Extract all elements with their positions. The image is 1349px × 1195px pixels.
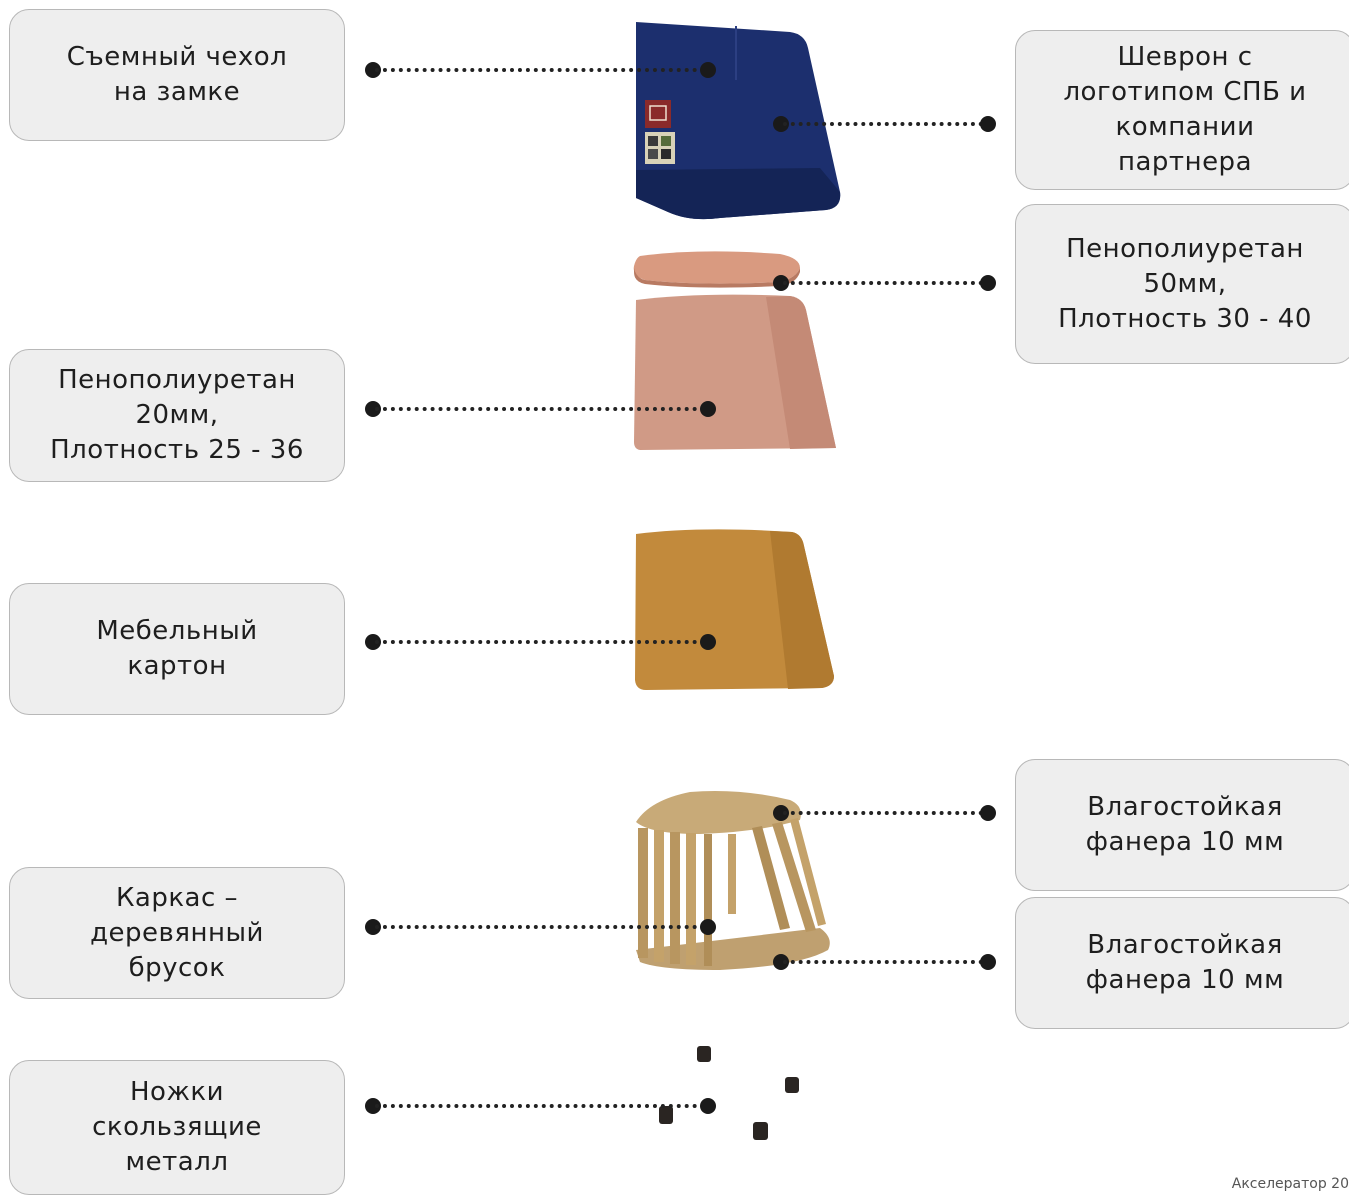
leader-dot — [700, 919, 716, 935]
leader-dot — [980, 275, 996, 291]
plywood-top-panel — [636, 791, 801, 834]
leader-line-cover — [375, 68, 705, 72]
leader-line-plywood-top — [783, 811, 983, 815]
leader-line-cardboard — [375, 640, 705, 644]
foot-4 — [753, 1122, 768, 1140]
foam-50mm-pad — [633, 251, 800, 284]
leader-line-foam-50mm — [783, 281, 983, 285]
foot-1 — [697, 1046, 711, 1062]
leader-dot — [365, 919, 381, 935]
label-furniture-cardboard: Мебельный картон — [9, 583, 345, 715]
leader-dot — [700, 1098, 716, 1114]
label-foam-50mm: Пенополиуретан 50мм, Плотность 30 - 40 — [1015, 204, 1349, 364]
label-wooden-frame: Каркас – деревянный брусок — [9, 867, 345, 999]
leader-dot — [365, 62, 381, 78]
metal-feet-image — [659, 1046, 799, 1140]
leader-dot — [980, 954, 996, 970]
footer-caption: Акселератор 20 — [1231, 1176, 1349, 1192]
leader-dot — [773, 275, 789, 291]
wooden-frame-image — [636, 791, 830, 970]
leader-dot — [700, 62, 716, 78]
leader-dot — [980, 116, 996, 132]
leader-dot — [980, 805, 996, 821]
leader-line-foam-20mm — [375, 407, 705, 411]
label-sliding-feet: Ножки скользящие металл — [9, 1060, 345, 1195]
leader-line-chevron — [783, 122, 983, 126]
removable-cover-image — [636, 22, 841, 220]
label-plywood-top: Влагостойкая фанера 10 мм — [1015, 759, 1349, 891]
leader-dot — [365, 401, 381, 417]
label-plywood-bottom: Влагостойкая фанера 10 мм — [1015, 897, 1349, 1029]
leader-dot — [773, 116, 789, 132]
leader-dot — [365, 634, 381, 650]
leader-dot — [700, 634, 716, 650]
label-foam-20mm: Пенополиуретан 20мм, Плотность 25 - 36 — [9, 349, 345, 482]
cover-side-shade — [636, 168, 841, 220]
leader-line-plywood-bottom — [783, 960, 983, 964]
leader-dot — [365, 1098, 381, 1114]
chevron-badge — [645, 100, 671, 128]
leader-dot — [773, 954, 789, 970]
foot-2 — [785, 1077, 799, 1093]
label-removable-cover: Съемный чехол на замке — [9, 9, 345, 141]
label-chevron-logo: Шеврон с логотипом СПБ и компании партне… — [1015, 30, 1349, 190]
foot-3 — [659, 1106, 673, 1124]
leader-line-feet — [375, 1104, 705, 1108]
leader-dot — [773, 805, 789, 821]
leader-line-frame — [375, 925, 705, 929]
leader-dot — [700, 401, 716, 417]
